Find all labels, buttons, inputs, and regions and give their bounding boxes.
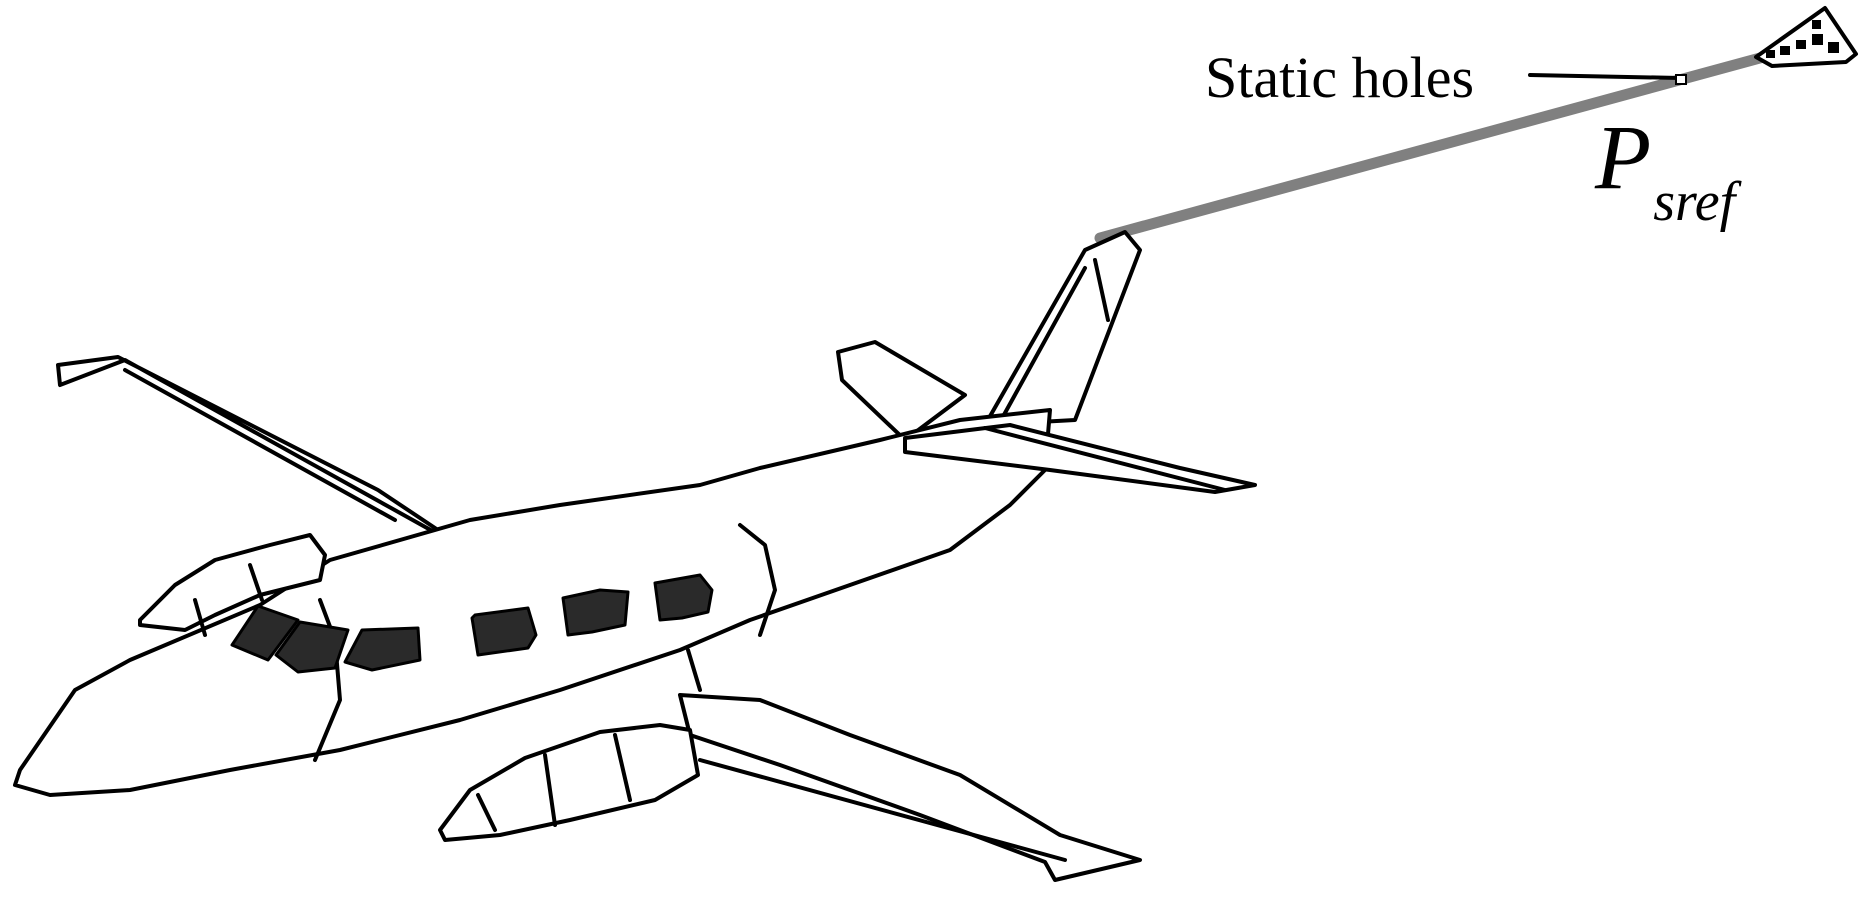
pressure-symbol: P — [1594, 106, 1651, 208]
cabin-window-1 — [472, 608, 536, 655]
static-holes-label: Static holes — [1205, 45, 1474, 110]
right-engine-nacelle — [440, 725, 698, 840]
trailing-cone — [1756, 8, 1856, 66]
static-holes-leader — [1530, 75, 1680, 78]
right-wing — [680, 695, 1140, 880]
reference-pressure-label: Psref — [1594, 106, 1743, 233]
left-wing — [58, 357, 445, 538]
static-hole-marker — [1676, 75, 1686, 84]
vertical-tail-fin — [985, 232, 1140, 425]
pressure-subscript: sref — [1653, 171, 1742, 233]
cabin-window-3 — [655, 575, 712, 620]
